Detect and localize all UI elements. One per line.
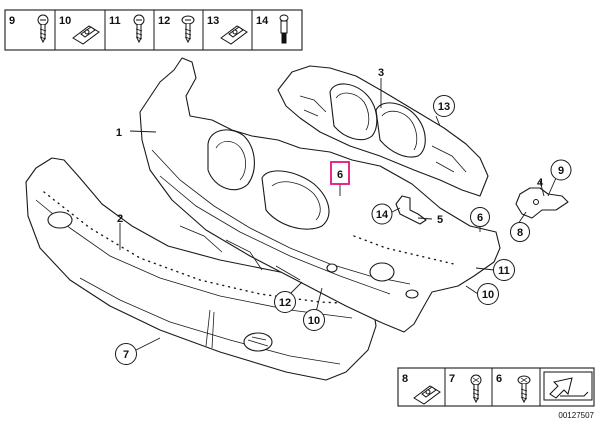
callout-2: 2: [117, 213, 123, 225]
legend-number: 12: [158, 15, 170, 27]
legend-number: 8: [402, 373, 408, 385]
callout-9: 9: [558, 165, 564, 177]
legend-number: 7: [449, 373, 455, 385]
legend-number: 13: [207, 15, 219, 27]
callout-10-lower: 10: [308, 315, 320, 327]
callout-10: 10: [482, 289, 494, 301]
legend-number: 6: [496, 373, 502, 385]
direction-arrow-icon: [543, 371, 593, 401]
callout-13: 13: [438, 101, 450, 113]
callout-6-highlighted: 6: [337, 169, 343, 181]
callout-8: 8: [517, 227, 523, 239]
callout-1: 1: [116, 127, 122, 139]
grille-bracket: [277, 65, 489, 197]
callout-5: 5: [437, 214, 443, 226]
callout-6: 6: [477, 212, 483, 224]
callout-3: 3: [378, 67, 384, 79]
rivet-icon: [279, 14, 289, 44]
callout-7: 7: [123, 349, 129, 361]
leader-lines: [119, 78, 557, 351]
diagram-reference-number: 00127507: [558, 411, 594, 420]
bumper-carrier: [139, 57, 501, 333]
legend-number: 11: [109, 15, 121, 27]
screw-icon: [517, 375, 531, 404]
screw-icon: [133, 14, 145, 44]
callout-4: 4: [537, 177, 544, 189]
bracket-part-4: [515, 187, 569, 219]
fastener-legend-top: 9 10 11 12 13 14: [4, 9, 303, 51]
callout-12: 12: [279, 297, 291, 309]
legend-number: 14: [256, 15, 269, 27]
clip-nut-icon: [220, 25, 248, 45]
callout-11: 11: [498, 265, 510, 277]
highlight-box: [330, 161, 350, 185]
callouts: 1 2 3 4 5 6 6 7 8 9 10 10 11 12 13 14: [115, 67, 572, 365]
screw-icon: [37, 14, 49, 44]
clip-nut-icon: [72, 25, 100, 45]
clip-nut-icon: [413, 385, 441, 405]
fastener-legend-bottom: 8 7 6: [397, 367, 595, 407]
callout-14: 14: [376, 209, 389, 221]
legend-number: 9: [9, 15, 15, 27]
bracket-part-5: [395, 195, 427, 225]
screw-icon: [470, 374, 482, 404]
legend-number: 10: [59, 15, 71, 27]
screw-icon: [181, 15, 195, 44]
